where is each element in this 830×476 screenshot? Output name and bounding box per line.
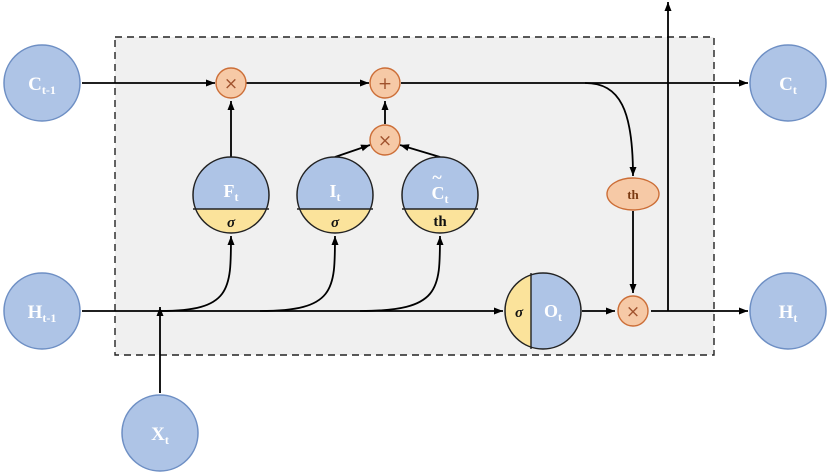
svg-text:It: It: [329, 181, 340, 204]
svg-text:+: +: [378, 74, 392, 94]
connection-wires: [82, 2, 748, 393]
candidate-accent: ~: [432, 167, 442, 187]
add-operator-icon: +: [369, 67, 401, 99]
node-h-t: Ht: [749, 272, 827, 350]
node-h-prev: Ht-1: [3, 272, 81, 350]
svg-text:×: ×: [626, 302, 640, 322]
gate-forget: Ft σ: [192, 156, 270, 234]
candidate-gate-activation: th: [433, 214, 447, 230]
node-c-t: Ct: [749, 44, 827, 122]
output-gate-activation: σ: [515, 305, 524, 321]
svg-text:Ct: Ct: [432, 183, 449, 206]
svg-text:Ft: Ft: [224, 181, 239, 204]
svg-text:×: ×: [378, 131, 392, 151]
svg-text:Ct: Ct: [779, 74, 797, 97]
multiply-operator-icon: ×: [369, 124, 401, 156]
svg-text:Ot: Ot: [544, 301, 562, 324]
svg-text:Ct-1: Ct-1: [28, 74, 56, 97]
svg-text:Ht: Ht: [779, 302, 798, 325]
multiply-operator-icon: ×: [617, 295, 649, 327]
node-c-prev: Ct-1: [3, 44, 81, 122]
tanh-operator-icon: th: [606, 177, 660, 211]
svg-text:Ht-1: Ht-1: [28, 302, 57, 325]
multiply-operator-icon: ×: [215, 67, 247, 99]
svg-text:Xt: Xt: [151, 424, 169, 447]
input-gate-activation: σ: [331, 215, 340, 231]
svg-text:×: ×: [224, 74, 238, 94]
svg-text:th: th: [627, 187, 639, 202]
node-x-t: Xt: [121, 394, 199, 472]
forget-gate-activation: σ: [227, 215, 236, 231]
